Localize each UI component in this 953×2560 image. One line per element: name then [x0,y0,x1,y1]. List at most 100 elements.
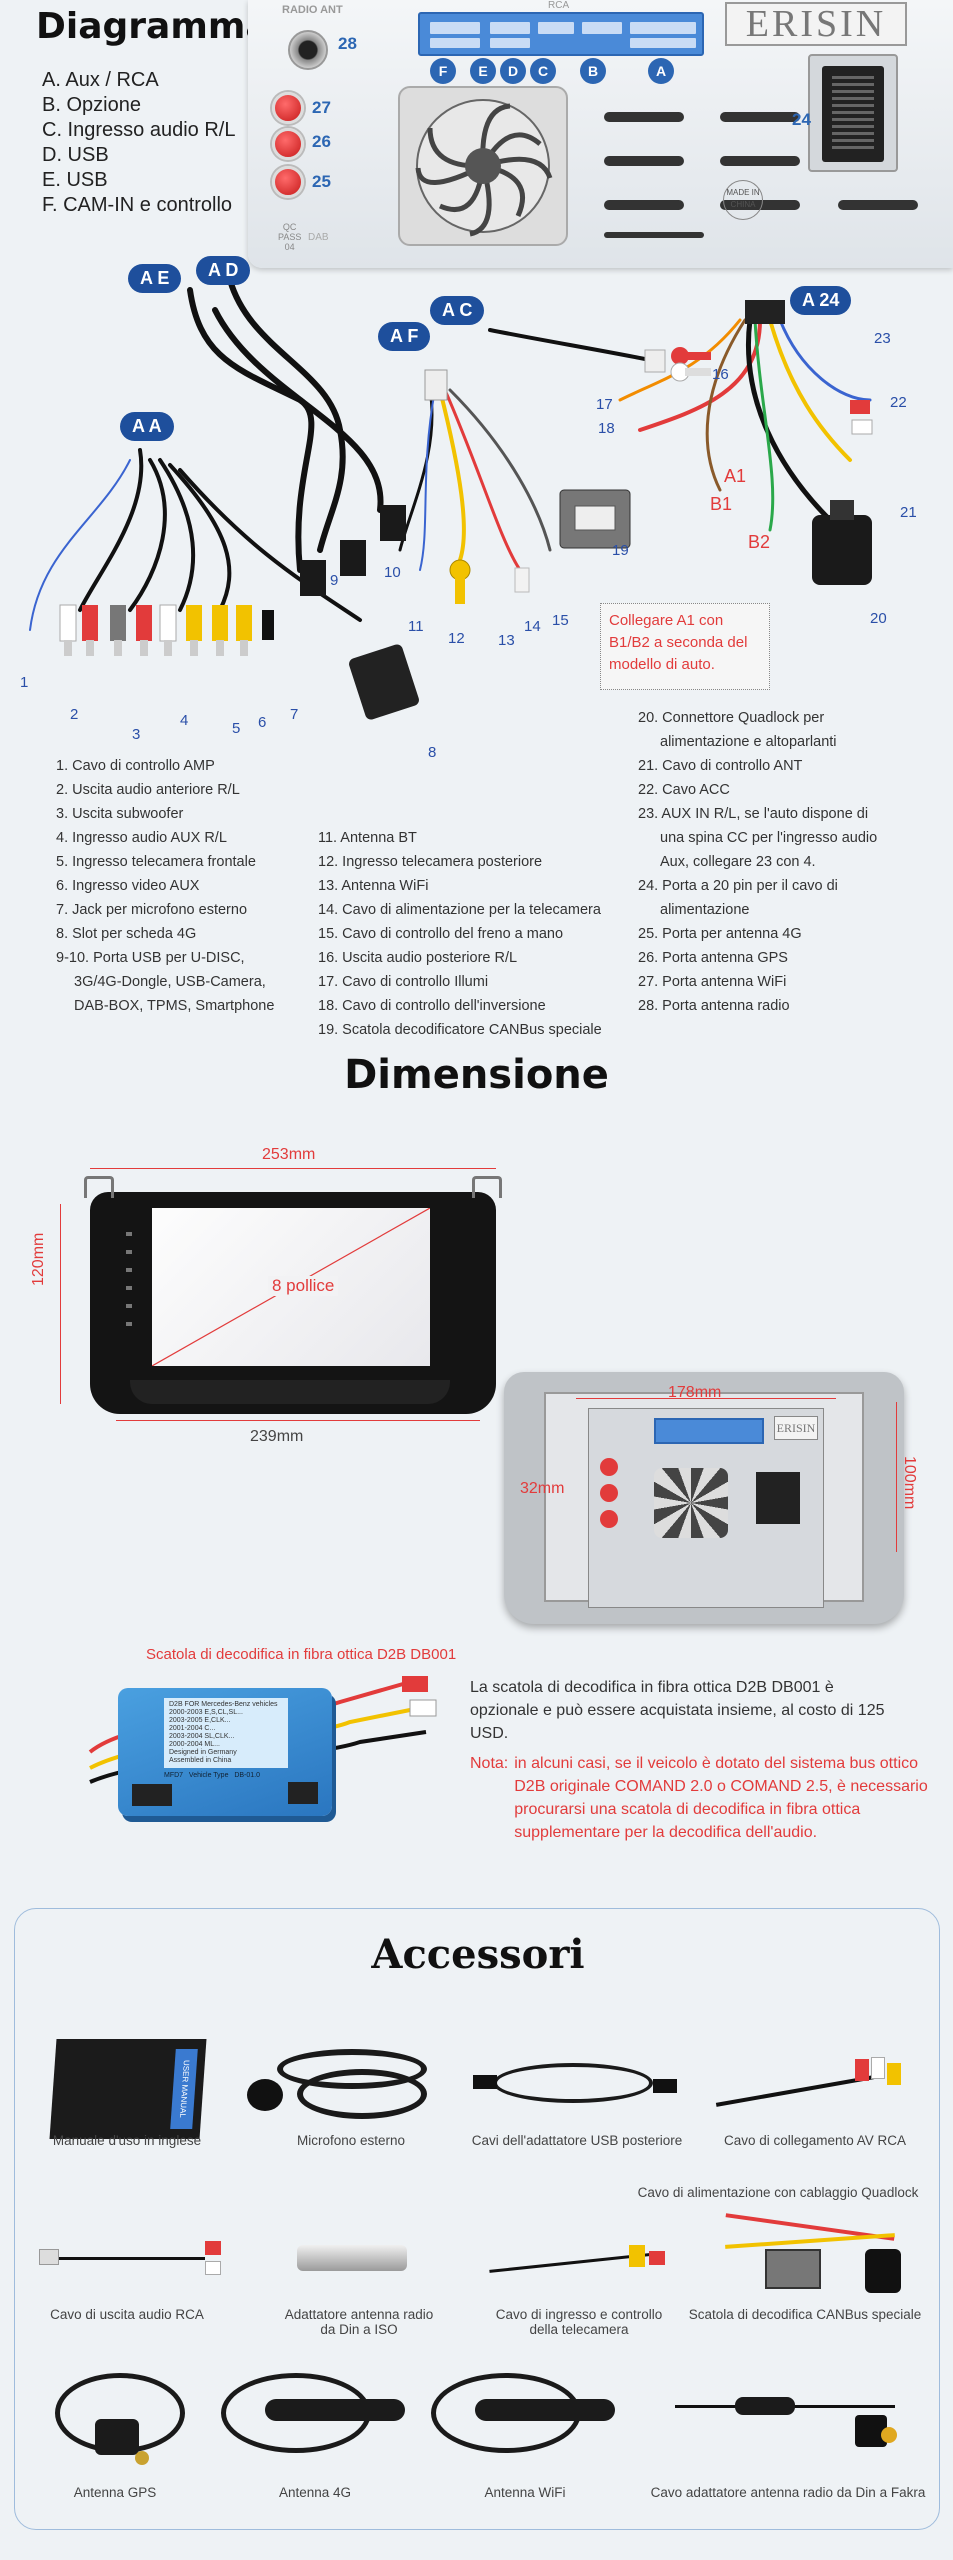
parts-list-col1: 1. Cavo di controllo AMP 2. Uscita audio… [56,754,274,1018]
harness-number-20: 20 [870,610,887,627]
parts-list-item: una spina CC per l'ingresso audio [660,830,878,846]
decoder-label: D2B FOR Mercedes-Benz vehicles 2000-2003… [164,1698,288,1768]
decoder-note-text: in alcuni casi, se il veicolo è dotato d… [514,1755,928,1841]
port-letter-f: F [430,58,456,84]
legend-item-e: E. USB [42,169,108,191]
parts-list-item: 12. Ingresso telecamera posteriore [318,854,543,870]
parts-list-item: Aux, collegare 23 con 4. [660,854,816,870]
qc-pass-label: QC PASS 04 [278,222,302,252]
decoder-description: La scatola di decodifica in fibra ottica… [470,1679,885,1742]
parts-list-item: 2. Uscita audio anteriore R/L [56,782,240,798]
parts-list-item: 16. Uscita audio posteriore R/L [318,950,518,966]
back-depth-label: 32mm [520,1480,565,1497]
parts-list-item: 26. Porta antenna GPS [638,950,788,966]
harness-number-3: 3 [132,726,141,743]
canbus-decoder-image [705,2205,915,2305]
decoder-note-label: Nota: [470,1755,509,1772]
harness-label-a1: A1 [724,466,747,486]
legend-item-b: B. Opzione [42,94,141,116]
harness-number-1: 1 [20,674,29,691]
width-top-label: 253mm [262,1146,316,1163]
width-top-line [90,1168,496,1169]
accessories-section: Accessori USER MANUAL Manuale d'uso in i… [14,1908,940,2530]
harness-tag-ae: A E [128,264,182,293]
screen-size-label: 8 pollice [268,1276,339,1296]
parts-list-item: 27. Porta antenna WiFi [638,974,787,990]
fakra-adapter-image [675,2375,915,2465]
radio-ant-label: RADIO ANT [282,4,343,16]
parts-list-item: 19. Scatola decodificatore CANBus specia… [318,1022,602,1038]
port-number-27: 27 [312,98,331,117]
accessory-caption-av-rca: Cavo di collegamento AV RCA [723,2133,907,2148]
harness-number-19: 19 [612,542,629,559]
back-unit-brand: ERISIN [774,1416,818,1440]
harness-number-17: 17 [596,396,613,413]
accessory-caption-gps: Antenna GPS [73,2485,157,2500]
av-rca-cable-image [705,2049,905,2129]
harness-number-16: 16 [712,366,729,383]
legend-item-c: C. Ingresso audio R/L [42,119,236,141]
harness-number-9: 9 [330,572,339,589]
parts-list-item: 23. AUX IN R/L, se l'auto dispone di [638,806,869,822]
harness-tag-ad: A D [196,256,251,285]
harness-number-21: 21 [900,504,917,521]
harness-number-15: 15 [552,612,569,629]
rca-label: RCA [548,0,570,11]
front-unit [84,1176,502,1414]
accessory-caption-usb: Cavi dell'adattatore USB posteriore [471,2133,683,2148]
harness-number-7: 7 [290,706,299,723]
harness-number-23: 23 [874,330,891,347]
manual-cover-text: USER MANUAL [170,2049,198,2129]
accessory-caption-manual: Manuale d'uso in inglese [52,2133,202,2148]
harness-number-11: 11 [408,618,424,635]
back-height-line [896,1402,897,1552]
harness-number-5: 5 [232,720,241,737]
parts-list-item: 7. Jack per microfono esterno [56,902,248,918]
harness-label-b2: B2 [748,532,771,552]
cooling-fan [398,86,568,246]
port-number-24: 24 [792,110,811,129]
decoder-caption: Scatola di decodifica in fibra ottica D2… [146,1646,457,1663]
accessory-caption-quadlock: Cavo di alimentazione con cablaggio Quad… [637,2185,919,2200]
rca-output-cable-image [35,2223,245,2293]
harness-tag-ac: A C [430,296,485,325]
port-letter-c: C [530,58,556,84]
accessory-caption-camera-cable: Cavo di ingresso e controllo della telec… [495,2307,663,2337]
port-letter-b: B [580,58,606,84]
width-bottom-label: 239mm [250,1428,304,1445]
harness-tag-af: A F [378,322,431,351]
port-letter-e: E [470,58,496,84]
harness-number-14: 14 [524,618,541,635]
parts-list-item: 20. Connettore Quadlock per [638,710,825,726]
accessory-caption-canbus: Scatola di decodifica CANBus speciale [688,2307,922,2322]
accessory-caption-fakra: Cavo adattatore antenna radio da Din a F… [650,2485,926,2500]
harness-tag-a24: A 24 [790,286,852,315]
parts-list-item: 3. Uscita subwoofer [56,806,184,822]
back-height-label: 100mm [901,1456,918,1510]
rca-gps-port [272,128,304,160]
rca-wifi-port [272,166,304,198]
decoder-label-extra: MFD7 Vehicle Type DB-01.0 [164,1772,261,1779]
decoder-note: Nota: in alcuni casi, se il veicolo è do… [470,1752,940,1844]
back-width-label: 178mm [668,1384,722,1401]
harness-number-22: 22 [890,394,907,411]
legend-item-f: F. CAM-IN e controllo [42,194,233,216]
parts-list-item: 11. Antenna BT [318,830,417,846]
diagram-legend: A. Aux / RCA B. Opzione C. Ingresso audi… [42,68,235,218]
usb-cable-image [473,2049,677,2129]
dab-label: DAB [308,232,329,243]
power-port-20pin [808,54,898,172]
accessory-caption-wifi: Antenna WiFi [484,2485,566,2500]
parts-list-item: 14. Cavo di alimentazione per la telecam… [318,902,601,918]
parts-list-item: 18. Cavo di controllo dell'inversione [318,998,546,1014]
accessory-caption-rca-output: Cavo di uscita audio RCA [50,2307,204,2322]
wiring-note: Collegare A1 con B1/B2 a seconda del mod… [600,603,770,690]
harness-number-13: 13 [498,632,515,649]
parts-list-item: 25. Porta per antenna 4G [638,926,802,942]
wifi-antenna-image [425,2363,625,2473]
harness-number-6: 6 [258,714,267,731]
width-bottom-line [116,1420,480,1421]
port-letter-a: A [648,58,674,84]
parts-list-col2: 11. Antenna BT 12. Ingresso telecamera p… [318,826,602,1042]
camera-cable-image [479,2231,679,2301]
